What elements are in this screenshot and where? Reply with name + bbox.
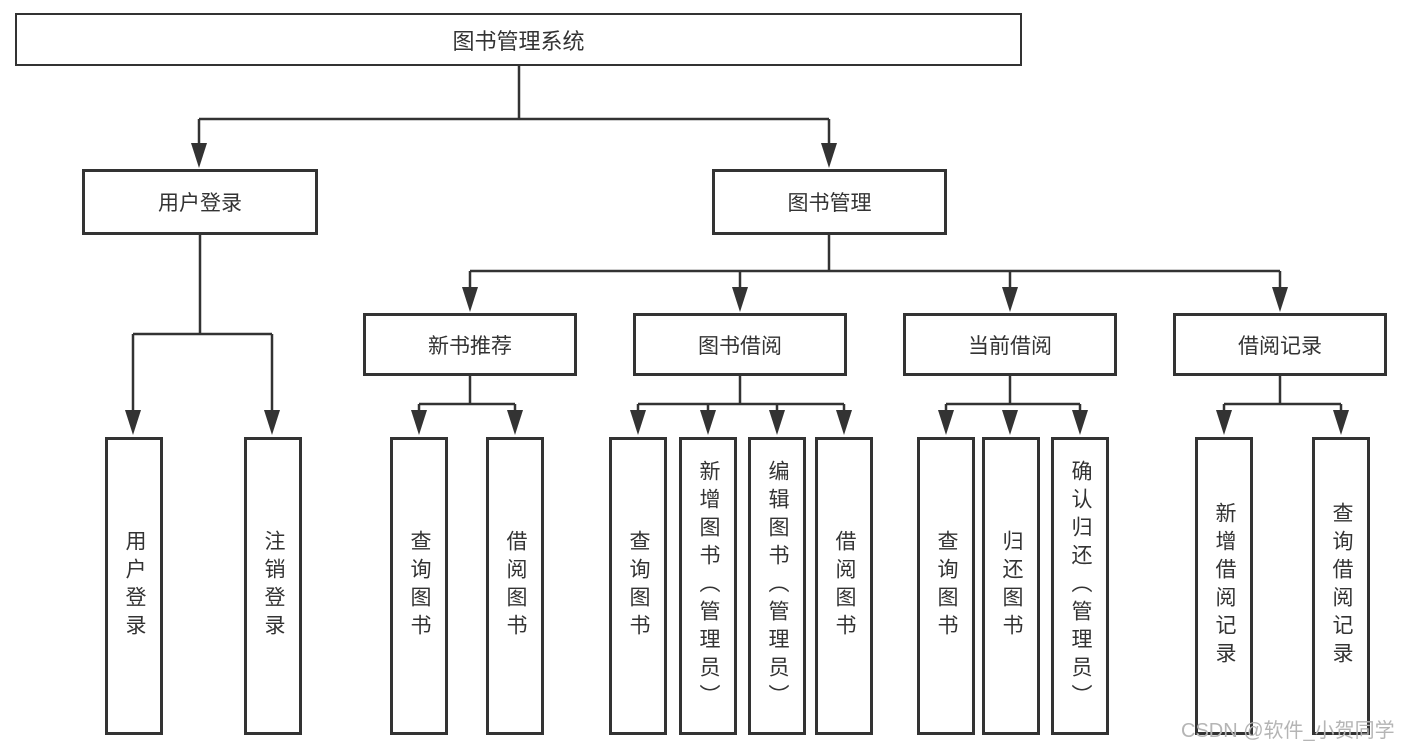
leaf-recommend-borrow-books: 借阅图书 (486, 437, 544, 735)
node-label: 新书推荐 (428, 334, 512, 358)
leaf-add-borrow-record: 新增借阅记录 (1195, 437, 1253, 735)
node-label: 归还图书 (1000, 530, 1023, 642)
node-user-login: 用户登录 (82, 169, 318, 235)
leaf-logout: 注销登录 (244, 437, 302, 735)
leaf-add-book-admin: 新增图书（管理员） (679, 437, 737, 735)
node-label: 图书管理 (787, 192, 872, 215)
node-label: 查询借阅记录 (1330, 502, 1353, 670)
node-label: 图书管理系统 (452, 28, 585, 54)
node-label: 注销登录 (262, 530, 285, 642)
node-current-borrow: 当前借阅 (903, 313, 1117, 376)
leaf-recommend-query-books: 查询图书 (390, 437, 448, 735)
node-book-management: 图书管理 (712, 169, 947, 235)
leaf-return-books: 归还图书 (982, 437, 1040, 735)
leaf-query-borrow-record: 查询借阅记录 (1312, 437, 1370, 735)
node-label: 借阅图书 (833, 530, 856, 642)
leaf-edit-book-admin: 编辑图书（管理员） (748, 437, 806, 735)
leaf-borrow-books: 借阅图书 (815, 437, 873, 735)
node-library-system: 图书管理系统 (15, 13, 1022, 66)
node-label: 借阅图书 (504, 530, 527, 642)
node-book-borrow: 图书借阅 (633, 313, 847, 376)
node-label: 查询图书 (935, 530, 958, 642)
watermark-text: CSDN @软件_小贺同学 (1181, 720, 1395, 742)
node-label: 新增借阅记录 (1213, 502, 1236, 670)
node-label: 图书借阅 (698, 334, 782, 358)
node-borrow-records: 借阅记录 (1173, 313, 1387, 376)
node-label: 查询图书 (408, 530, 431, 642)
leaf-current-query-books: 查询图书 (917, 437, 975, 735)
leaf-confirm-return-admin: 确认归还（管理员） (1051, 437, 1109, 735)
node-label: 借阅记录 (1238, 334, 1322, 358)
leaf-borrow-query-books: 查询图书 (609, 437, 667, 735)
node-label: 用户登录 (158, 192, 242, 215)
node-label: 确认归还（管理员） (1069, 460, 1092, 712)
node-new-book-recommend: 新书推荐 (363, 313, 577, 376)
leaf-user-login: 用户登录 (105, 437, 163, 735)
node-label: 新增图书（管理员） (697, 460, 720, 712)
node-label: 当前借阅 (968, 334, 1052, 358)
node-label: 编辑图书（管理员） (766, 460, 789, 712)
node-label: 查询图书 (627, 530, 650, 642)
node-label: 用户登录 (123, 530, 146, 642)
